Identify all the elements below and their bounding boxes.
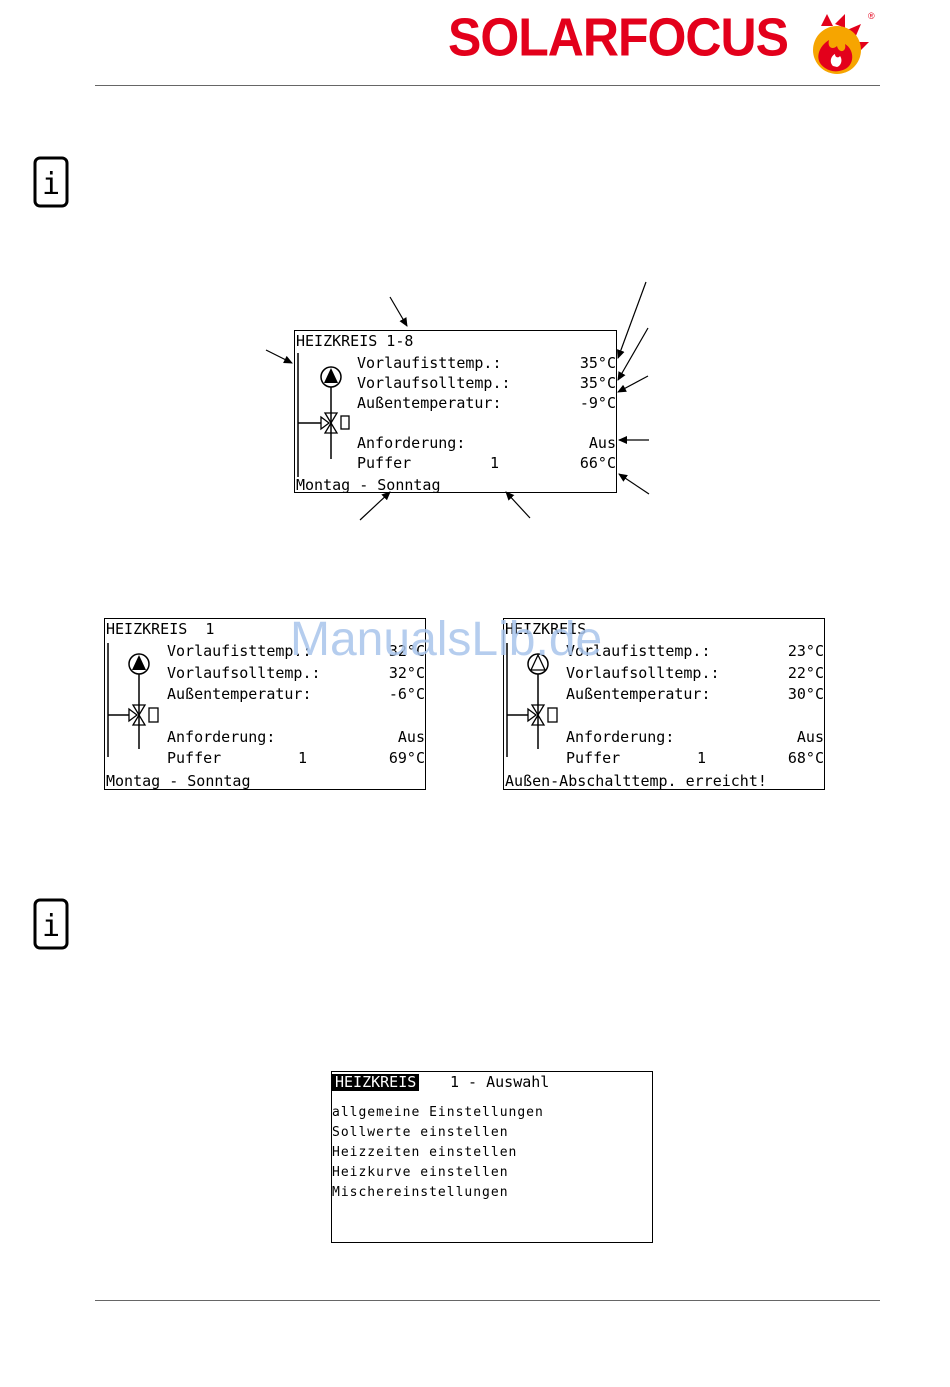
info-icon: i (33, 156, 69, 208)
callout-arrow (359, 491, 391, 521)
callout-arrow (617, 375, 649, 393)
callout-arrow (618, 473, 650, 495)
callout-arrow (505, 491, 531, 519)
display-footer: Montag - Sonntag (106, 772, 251, 790)
brand-name: SOLARFOCUS (448, 6, 789, 68)
display-title: HEIZKREIS (505, 620, 587, 638)
svg-text:i: i (42, 909, 60, 944)
info-icon: i (33, 898, 69, 950)
display-heizkreis-1: HEIZKREIS 1 Vorlaufisttemp.: 32°C Vorlau… (104, 618, 426, 790)
menu-item-heizkurve[interactable]: Heizkurve einstellen (332, 1165, 509, 1180)
registered-mark: ® (868, 11, 875, 21)
callout-arrow (265, 349, 293, 364)
menu-item-allgemeine[interactable]: allgemeine Einstellungen (332, 1105, 544, 1120)
brand-logo-text: SOLARFOCUS (448, 6, 789, 68)
pump-mixer-schematic-icon (297, 353, 350, 477)
menu-title: 1 - Auswahl (450, 1073, 550, 1091)
menu-title-highlight: HEIZKREIS (332, 1074, 420, 1091)
menu-item-mischer[interactable]: Mischereinstellungen (332, 1185, 509, 1200)
callout-arrow (617, 281, 647, 359)
callout-arrow (617, 327, 649, 381)
sun-flame-logo-icon (813, 14, 869, 74)
watermark: ManualsLib.de (290, 613, 603, 666)
pump-mixer-schematic-icon (506, 643, 558, 757)
display-heizkreis-shutdown: HEIZKREIS Vorlaufisttemp.: 23°C Vorlaufs… (503, 618, 825, 790)
menu-item-sollwerte[interactable]: Sollwerte einstellen (332, 1125, 509, 1140)
display-footer: Außen-Abschalttemp. erreicht! (505, 772, 767, 790)
svg-text:i: i (42, 167, 60, 202)
display-title: HEIZKREIS 1-8 (296, 332, 414, 350)
footer-rule (95, 1300, 880, 1301)
menu-display: HEIZKREIS 1 - Auswahl allgemeine Einstel… (331, 1071, 653, 1243)
menu-item-heizzeiten[interactable]: Heizzeiten einstellen (332, 1145, 518, 1160)
header-rule (95, 85, 880, 86)
display-title: HEIZKREIS 1 (106, 620, 215, 638)
display-footer: Montag - Sonntag (296, 476, 441, 494)
overview-display: HEIZKREIS 1-8 Vorlaufisttemp.: 35°C Vorl… (294, 330, 617, 494)
pump-mixer-schematic-icon (107, 643, 159, 757)
callout-arrow (389, 296, 408, 327)
